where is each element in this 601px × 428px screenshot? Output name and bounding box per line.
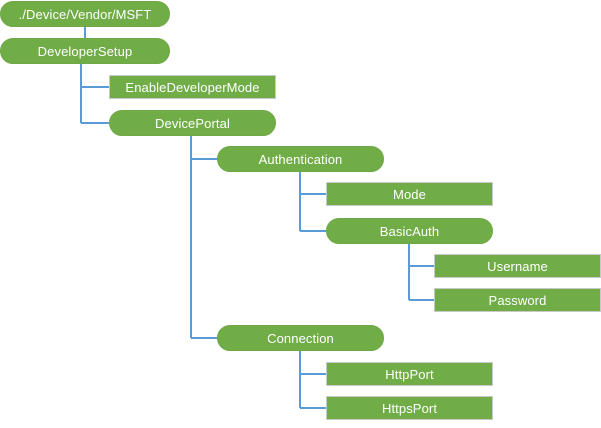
node-password[interactable]: Password [434,288,601,312]
connector-basicauth-to-username [408,244,434,267]
node-label-httpport: HttpPort [385,366,434,382]
connector-developersetup-to-enabledevelopermode [80,64,109,88]
connector-connection-to-httpport [299,351,326,375]
node-label-httpsport: HttpsPort [381,400,438,416]
connector-developersetup-to-deviceportal [80,64,109,124]
node-label-password: Password [488,292,547,308]
node-label-enabledevelopermode: EnableDeveloperMode [125,79,260,95]
connector-deviceportal-to-authentication [190,136,217,160]
node-label-root: ./Device/Vendor/MSFT [18,6,152,22]
node-developersetup[interactable]: DeveloperSetup [0,38,170,64]
node-label-developersetup: DeveloperSetup [37,43,133,59]
node-label-mode: Mode [393,186,426,202]
node-authentication[interactable]: Authentication [217,146,384,172]
connector-deviceportal-to-connection [190,136,217,339]
node-httpport[interactable]: HttpPort [326,362,493,386]
node-connection[interactable]: Connection [217,325,384,351]
node-httpsport[interactable]: HttpsPort [326,396,493,420]
node-root[interactable]: ./Device/Vendor/MSFT [0,1,170,27]
connector-basicauth-to-password [408,244,434,301]
node-enabledevelopermode[interactable]: EnableDeveloperMode [109,75,276,99]
connector-authentication-to-mode [299,172,326,195]
node-mode[interactable]: Mode [326,182,493,206]
node-username[interactable]: Username [434,254,601,278]
node-label-basicauth: BasicAuth [379,223,440,239]
node-label-authentication: Authentication [258,151,343,167]
connector-connection-to-httpsport [299,351,326,409]
node-label-deviceportal: DevicePortal [155,115,230,131]
node-label-connection: Connection [267,330,334,346]
node-deviceportal[interactable]: DevicePortal [109,110,276,136]
node-label-username: Username [487,258,548,274]
connector-authentication-to-basicauth [299,172,326,232]
node-basicauth[interactable]: BasicAuth [326,218,493,244]
